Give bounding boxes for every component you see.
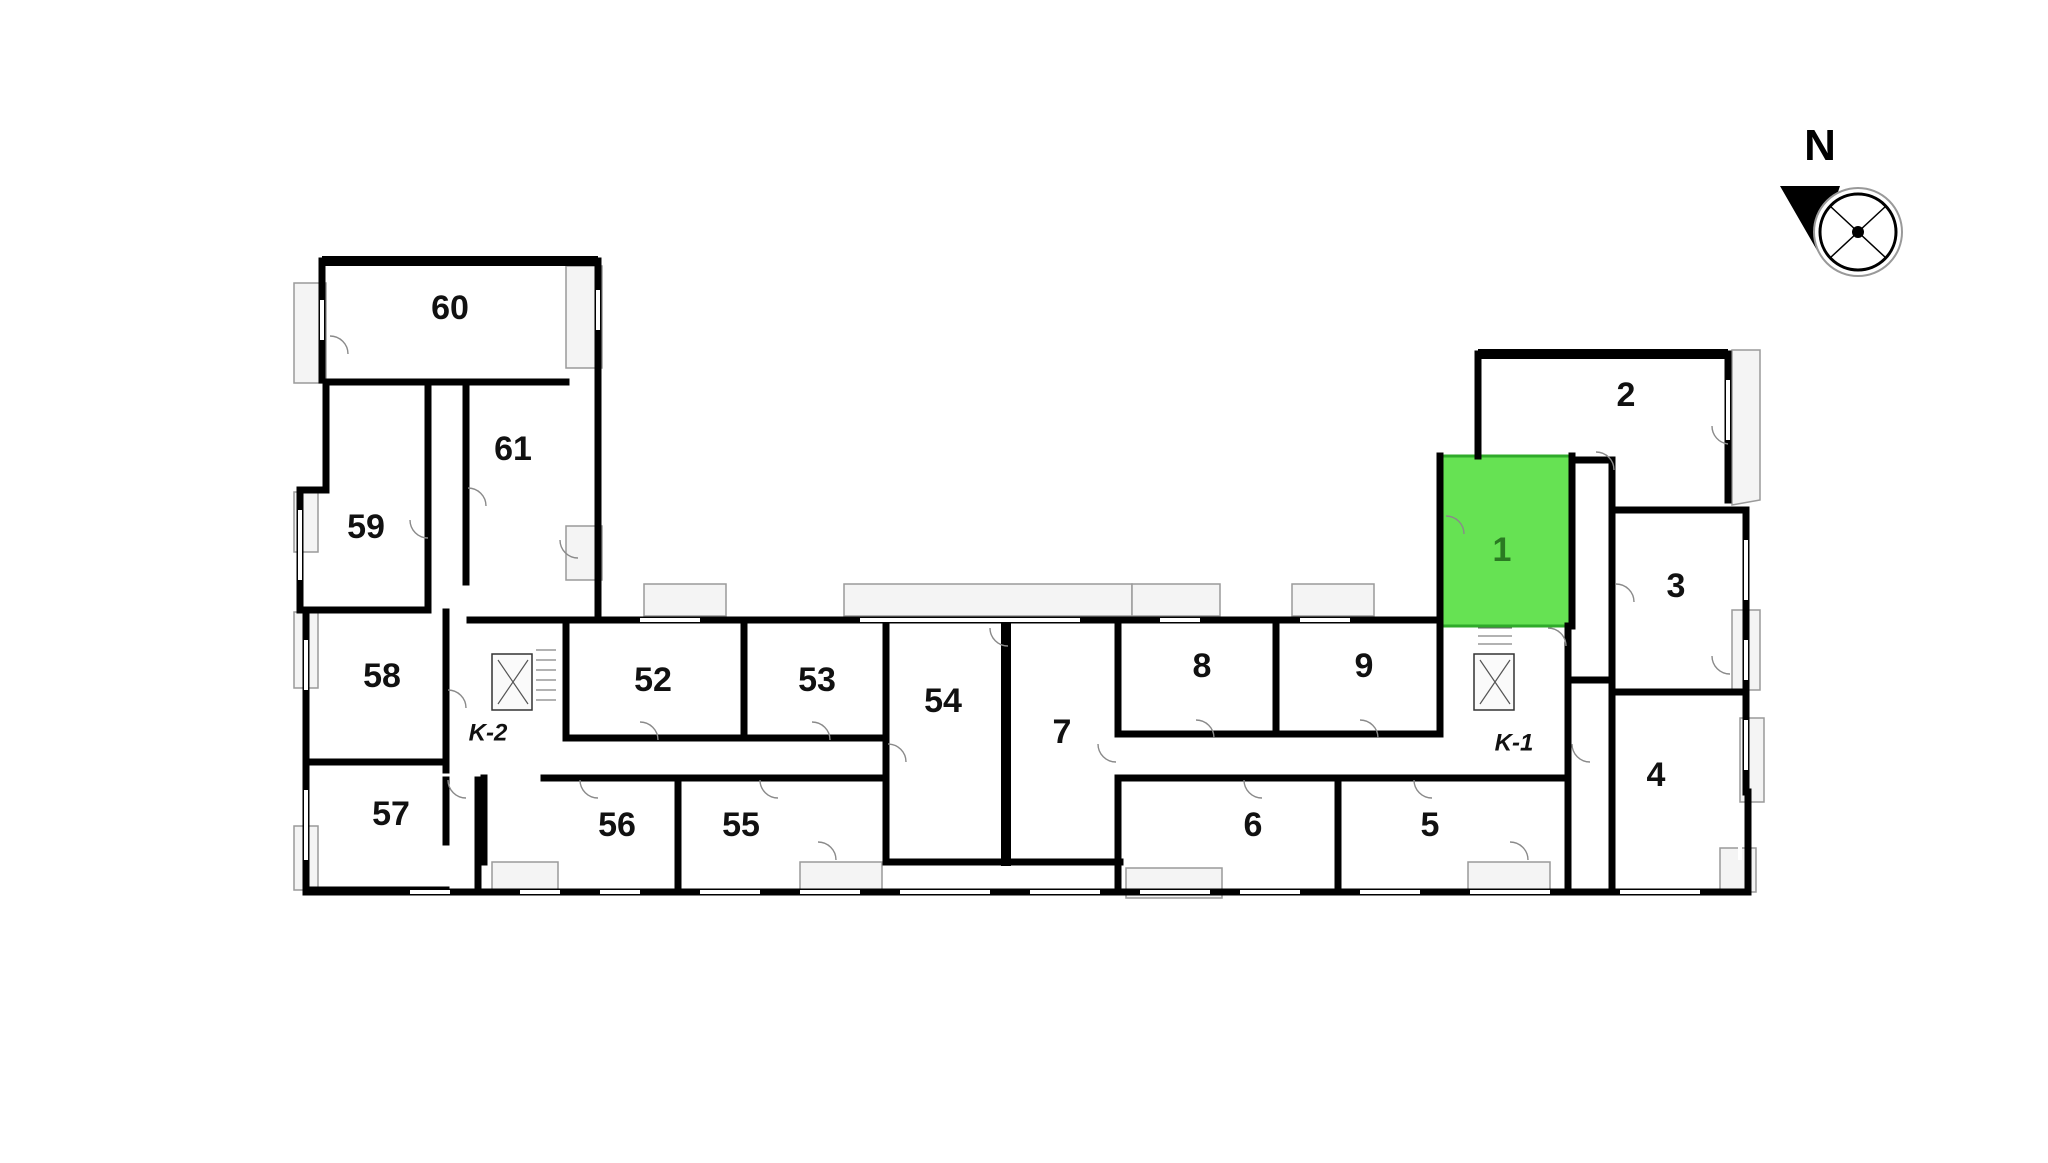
unit-60[interactable]: 60 bbox=[326, 264, 596, 382]
unit-label: 8 bbox=[1193, 647, 1212, 685]
unit-label: 2 bbox=[1617, 376, 1636, 414]
unit-label: 57 bbox=[372, 795, 410, 833]
stairwell-k2-label: K-2 bbox=[469, 719, 508, 746]
unit-label: 6 bbox=[1244, 806, 1263, 844]
unit-54[interactable]: 54 bbox=[886, 620, 1006, 862]
unit-57[interactable]: 57 bbox=[306, 764, 446, 890]
stairwell-k1-label: K-1 bbox=[1495, 729, 1534, 756]
unit-label: 5 bbox=[1421, 806, 1440, 844]
unit-4[interactable]: 4 bbox=[1568, 692, 1746, 892]
unit-52[interactable]: 52 bbox=[566, 620, 744, 738]
unit-label: 53 bbox=[798, 661, 836, 699]
unit-5[interactable]: 5 bbox=[1338, 778, 1568, 892]
unit-label: 3 bbox=[1667, 567, 1686, 605]
unit-label: 55 bbox=[722, 806, 760, 844]
unit-label: 61 bbox=[494, 430, 532, 468]
unit-3[interactable]: 3 bbox=[1612, 510, 1746, 692]
unit-61[interactable]: 61 bbox=[466, 382, 596, 620]
unit-9[interactable]: 9 bbox=[1276, 620, 1440, 734]
unit-7[interactable]: 7 bbox=[1006, 620, 1118, 862]
unit-label: 58 bbox=[363, 657, 401, 695]
unit-2[interactable]: 2 bbox=[1614, 356, 1728, 510]
stairwell-k1-symbol bbox=[1473, 627, 1515, 711]
unit-53[interactable]: 53 bbox=[744, 620, 886, 738]
unit-label: 56 bbox=[598, 806, 636, 844]
compass-icon: N bbox=[1780, 121, 1903, 277]
unit-55[interactable]: 55 bbox=[678, 778, 886, 890]
compass-north-label: N bbox=[1804, 121, 1836, 170]
unit-label: 54 bbox=[924, 682, 962, 720]
unit-8[interactable]: 8 bbox=[1118, 620, 1276, 734]
unit-56[interactable]: 56 bbox=[484, 778, 678, 890]
doors bbox=[329, 335, 1731, 861]
unit-label: 9 bbox=[1355, 647, 1374, 685]
unit-label: 52 bbox=[634, 661, 672, 699]
windows bbox=[298, 290, 1748, 894]
unit-label: 7 bbox=[1053, 713, 1072, 751]
unit-label: 59 bbox=[347, 508, 385, 546]
unit-label: 4 bbox=[1647, 756, 1666, 794]
unit-58[interactable]: 58 bbox=[306, 612, 446, 762]
stairwell-k2-symbol bbox=[491, 649, 556, 711]
unit-59[interactable]: 59 bbox=[300, 382, 428, 610]
unit-1[interactable]: 1 bbox=[1493, 531, 1512, 569]
unit-6[interactable]: 6 bbox=[1118, 778, 1338, 892]
unit-label: 1 bbox=[1493, 531, 1512, 569]
unit-label: 60 bbox=[431, 289, 469, 327]
unit-labels: 60 61 59 58 57 56 55 52 bbox=[300, 264, 1746, 892]
